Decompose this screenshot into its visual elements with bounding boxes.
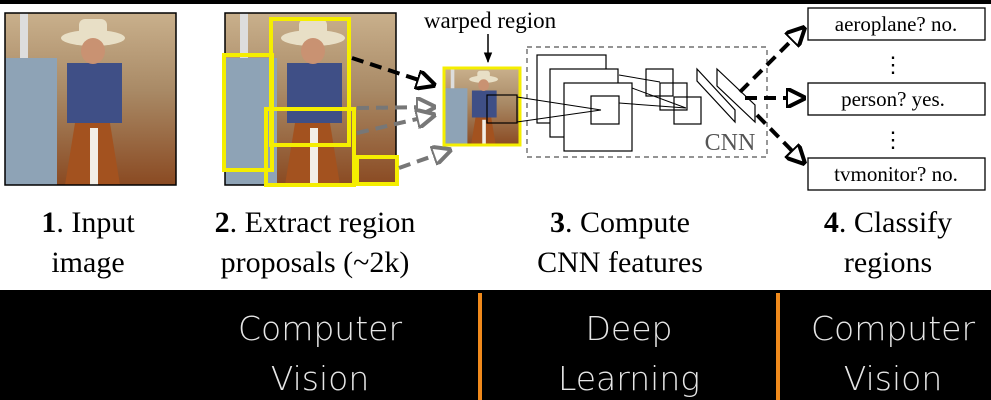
step-4-caption: 4. Classify (824, 206, 952, 239)
warp-arrow (356, 107, 434, 108)
ellipsis-dots: ⋮ (882, 127, 904, 152)
input-image (4, 12, 177, 186)
footer-divider (776, 293, 780, 400)
warped-region-image (444, 68, 521, 146)
class-box-person: person? yes. (807, 82, 986, 116)
svg-text:CNN features: CNN features (537, 246, 703, 279)
svg-text:person? yes.: person? yes. (841, 87, 945, 111)
footer-bar (0, 290, 991, 400)
warp-arrow (351, 56, 434, 85)
svg-text:aeroplane? no.: aeroplane? no. (835, 12, 957, 36)
svg-text:Vision: Vision (271, 359, 369, 398)
footer-computer-vision-2: Computer (811, 309, 975, 348)
step-captions: 1. Input image 2. Extract region proposa… (41, 206, 952, 279)
cnn-label: CNN (705, 130, 756, 156)
proposal-image (224, 12, 397, 186)
warped-region-label: warped region (424, 8, 557, 33)
step-3-caption: 3. Compute (550, 206, 690, 239)
footer-divider (478, 293, 482, 400)
ellipsis-dots: ⋮ (882, 52, 904, 77)
warp-arrow (356, 115, 434, 135)
step-2-caption: 2. Extract region (215, 206, 416, 239)
class-arrow (738, 28, 804, 94)
proposal-box (264, 107, 356, 187)
proposal-box (355, 155, 399, 186)
cnn-block: CNN (516, 46, 768, 158)
step-1-caption: 1. Input (41, 206, 135, 239)
svg-text:Vision: Vision (844, 359, 942, 398)
footer-deep-learning: Deep (586, 309, 673, 348)
class-box-tvmonitor: tvmonitor? no. (807, 157, 986, 191)
svg-text:regions: regions (844, 246, 932, 279)
region-proposal-boxes (222, 17, 399, 187)
svg-text:proposals (~2k): proposals (~2k) (221, 246, 410, 279)
class-box-aeroplane: aeroplane? no. (807, 7, 986, 41)
svg-text:tvmonitor? no.: tvmonitor? no. (834, 162, 958, 186)
warped-region-frame (442, 66, 522, 147)
top-border (0, 0, 991, 4)
class-arrow (755, 113, 804, 163)
svg-text:Learning: Learning (558, 359, 700, 398)
warp-arrow (398, 150, 450, 170)
svg-text:image: image (51, 246, 124, 279)
footer-computer-vision-1: Computer (238, 309, 402, 348)
proposal-box (222, 53, 274, 172)
